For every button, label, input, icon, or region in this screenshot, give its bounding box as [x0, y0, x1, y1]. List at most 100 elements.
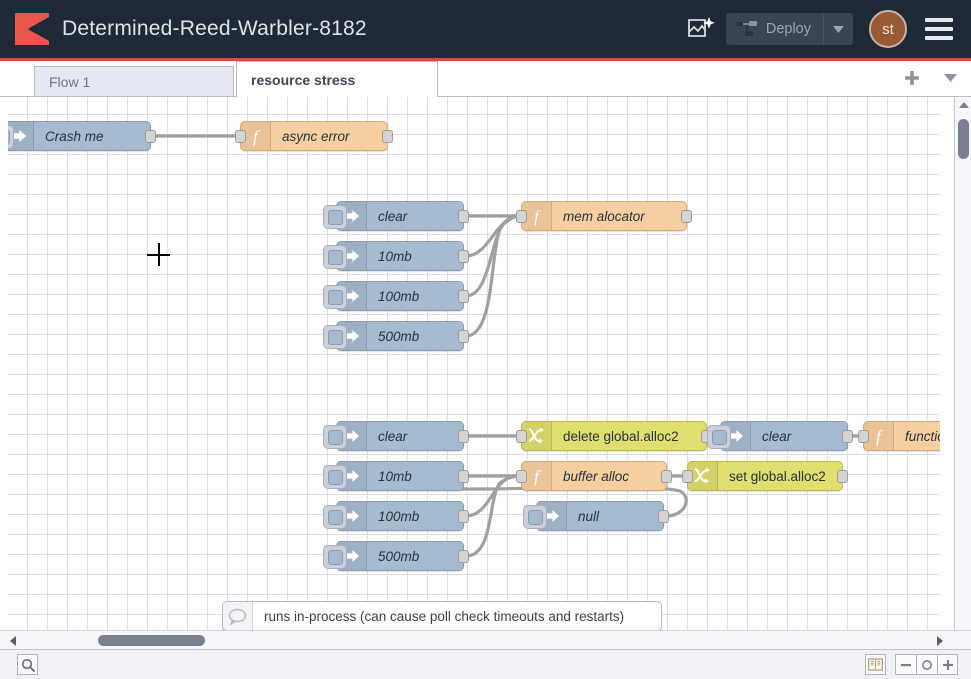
node-10mb-2[interactable]: 10mb: [336, 461, 464, 491]
avatar-initials: st: [882, 21, 894, 38]
vertical-scrollbar[interactable]: [954, 97, 971, 631]
node-output-port[interactable]: [458, 330, 469, 343]
triangle-right-icon[interactable]: [937, 636, 943, 646]
image-sparkle-glyph: [686, 15, 716, 43]
node-null-inject[interactable]: null: [536, 501, 664, 531]
node-mem-alocator[interactable]: fmem alocator: [521, 201, 687, 231]
node-output-port[interactable]: [458, 470, 469, 483]
inject-trigger-button[interactable]: [323, 465, 347, 489]
node-buffer-alloc[interactable]: fbuffer alloc: [521, 461, 667, 491]
svg-text:f: f: [876, 427, 883, 446]
deploy-button[interactable]: Deploy: [726, 13, 823, 45]
inject-trigger-button[interactable]: [323, 325, 347, 349]
node-delete-alloc2[interactable]: delete global.alloc2: [521, 421, 707, 451]
inject-trigger-square: [328, 550, 343, 565]
node-label: async error: [271, 129, 360, 144]
inject-trigger-button[interactable]: [8, 125, 14, 149]
vertical-scroll-thumb[interactable]: [958, 119, 969, 159]
wire: [466, 476, 519, 556]
minus-icon: [900, 659, 912, 671]
svg-text:f: f: [253, 127, 260, 146]
node-output-port[interactable]: [681, 210, 692, 223]
node-input-port[interactable]: [682, 470, 693, 483]
function-f-icon: f: [871, 427, 886, 446]
page-title: Determined-Reed-Warbler-8182: [62, 17, 367, 41]
node-clear-2[interactable]: clear: [336, 421, 464, 451]
zoom-controls: [895, 654, 958, 675]
node-output-port[interactable]: [658, 510, 669, 523]
inject-trigger-square: [328, 470, 343, 485]
inject-trigger-square: [328, 210, 343, 225]
node-10mb-1[interactable]: 10mb: [336, 241, 464, 271]
inject-trigger-square: [712, 430, 727, 445]
node-input-port[interactable]: [516, 210, 527, 223]
flow-canvas[interactable]: Crash me f async error clear 10mb 100mb 500mb f…: [8, 97, 940, 633]
node-input-port[interactable]: [516, 430, 527, 443]
inject-trigger-button[interactable]: [323, 425, 347, 449]
flow-list-button[interactable]: [937, 65, 963, 91]
node-label: 10mb: [367, 249, 422, 264]
zoom-in-button[interactable]: [937, 654, 958, 675]
node-500mb-1[interactable]: 500mb: [336, 321, 464, 351]
tab-resource-stress[interactable]: resource stress: [236, 61, 438, 97]
node-input-port[interactable]: [235, 130, 246, 143]
node-comment-note[interactable]: runs in-process (can cause poll check ti…: [222, 601, 662, 631]
triangle-up-icon[interactable]: [959, 102, 969, 108]
inject-trigger-button[interactable]: [323, 245, 347, 269]
node-output-port[interactable]: [382, 130, 393, 143]
deploy-label: Deploy: [766, 21, 811, 37]
node-clear-1[interactable]: clear: [336, 201, 464, 231]
node-clear-3[interactable]: clear: [720, 421, 848, 451]
zoom-out-button[interactable]: [895, 654, 916, 675]
inject-trigger-square: [328, 250, 343, 265]
inject-trigger-button[interactable]: [523, 505, 547, 529]
tab-flow-1[interactable]: Flow 1: [34, 66, 234, 96]
search-button[interactable]: [17, 654, 38, 675]
node-output-port[interactable]: [837, 470, 848, 483]
triangle-left-icon[interactable]: [10, 636, 16, 646]
node-async-error[interactable]: f async error: [240, 121, 388, 151]
inject-trigger-button[interactable]: [323, 505, 347, 529]
node-input-port[interactable]: [516, 470, 527, 483]
horizontal-scrollbar[interactable]: [0, 630, 971, 649]
inject-trigger-square: [328, 510, 343, 525]
node-output-port[interactable]: [458, 510, 469, 523]
node-output-port[interactable]: [661, 470, 672, 483]
hamburger-menu-icon[interactable]: [925, 18, 953, 40]
avatar[interactable]: st: [869, 10, 907, 48]
node-function-right[interactable]: ffunction: [863, 421, 940, 451]
node-output-port[interactable]: [458, 250, 469, 263]
flow-canvas-container[interactable]: Crash me f async error clear 10mb 100mb 500mb f…: [0, 97, 971, 649]
node-red-logo-icon: [15, 13, 49, 45]
node-500mb-2[interactable]: 500mb: [336, 541, 464, 571]
inject-trigger-button[interactable]: [707, 425, 731, 449]
zoom-reset-button[interactable]: [916, 654, 937, 675]
deploy-button-group[interactable]: Deploy: [726, 13, 853, 45]
node-input-port[interactable]: [858, 430, 869, 443]
node-output-port[interactable]: [458, 550, 469, 563]
image-sparkle-icon[interactable]: [682, 10, 720, 48]
node-output-port[interactable]: [458, 430, 469, 443]
navigator-map-icon: [868, 658, 883, 671]
wire: [466, 216, 519, 256]
node-100mb-1[interactable]: 100mb: [336, 281, 464, 311]
inject-trigger-button[interactable]: [323, 545, 347, 569]
add-flow-button[interactable]: [899, 65, 925, 91]
node-output-port[interactable]: [145, 130, 156, 143]
node-output-port[interactable]: [458, 290, 469, 303]
node-output-port[interactable]: [842, 430, 853, 443]
node-100mb-2[interactable]: 100mb: [336, 501, 464, 531]
inject-trigger-button[interactable]: [323, 285, 347, 309]
node-output-port[interactable]: [458, 210, 469, 223]
horizontal-scroll-thumb[interactable]: [98, 635, 205, 646]
node-label: 10mb: [367, 469, 422, 484]
chevron-down-icon: [833, 26, 844, 33]
inject-trigger-square: [8, 130, 10, 145]
node-crash-me[interactable]: Crash me: [8, 121, 151, 151]
deploy-dropdown-toggle[interactable]: [823, 13, 853, 45]
node-set-alloc2[interactable]: set global.alloc2: [687, 461, 843, 491]
inject-trigger-button[interactable]: [323, 205, 347, 229]
svg-text:f: f: [534, 467, 541, 486]
navigator-button[interactable]: [865, 654, 886, 675]
